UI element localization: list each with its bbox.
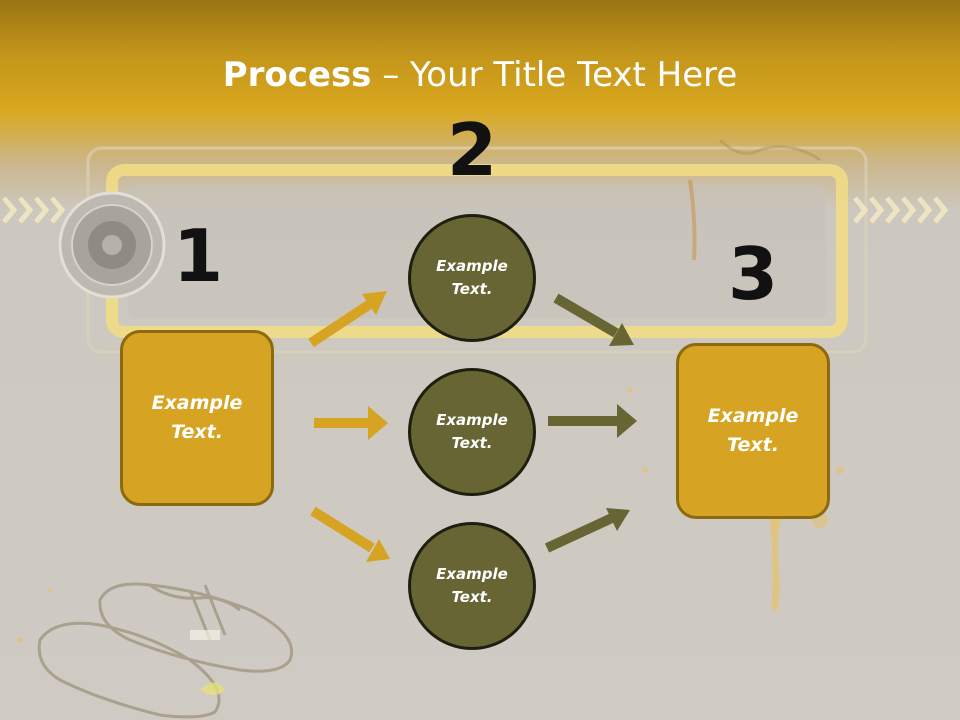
circle-top-text: Example Text. <box>436 257 508 298</box>
circle-bottom-text: Example Text. <box>436 565 508 606</box>
step-box-3-text: Example Text. <box>707 405 799 456</box>
arrow-1-to-bottom <box>310 506 390 562</box>
step-number-1: 1 <box>172 214 224 298</box>
step-number-3: 3 <box>727 232 779 316</box>
step-box-1: Example Text. <box>120 330 274 506</box>
step-number-2: 2 <box>446 108 498 192</box>
title-rest: – Your Title Text Here <box>371 55 738 95</box>
arrow-top-to-3 <box>553 293 634 346</box>
circle-middle: Example Text. <box>408 368 536 496</box>
slide-title: Process – Your Title Text Here <box>0 52 960 98</box>
circle-top: Example Text. <box>408 214 536 342</box>
circle-bottom: Example Text. <box>408 522 536 650</box>
arrow-1-to-top <box>308 291 387 348</box>
arrow-middle-to-3 <box>548 404 637 438</box>
arrow-bottom-to-3 <box>544 508 630 553</box>
step-box-1-text: Example Text. <box>151 392 243 443</box>
arrow-1-to-middle <box>314 406 388 440</box>
circle-middle-text: Example Text. <box>436 411 508 452</box>
step-box-3: Example Text. <box>676 343 830 519</box>
title-bold: Process <box>222 55 372 95</box>
